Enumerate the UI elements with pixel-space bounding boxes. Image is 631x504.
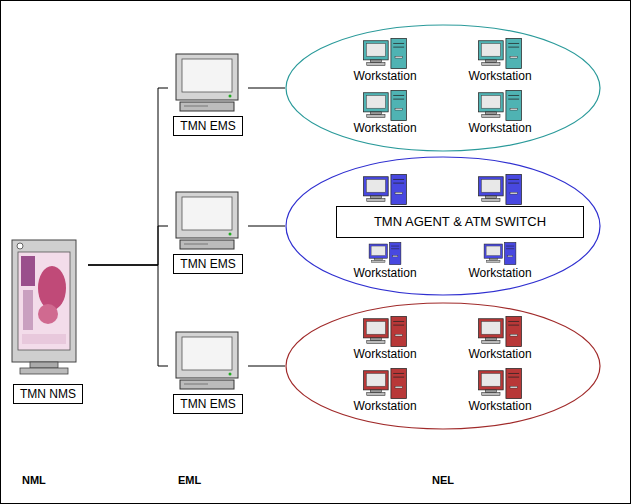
network-link <box>88 88 168 265</box>
workstation-label: Workstation <box>468 121 531 135</box>
group-ellipse <box>285 302 601 430</box>
network-link <box>248 88 285 89</box>
workstation-group: WorkstationWorkstationWorkstationWorksta… <box>285 302 601 430</box>
workstation-label: Workstation <box>353 69 416 83</box>
network-link <box>248 366 285 367</box>
agent-switch-box: TMN AGENT & ATM SWITCH <box>336 206 584 238</box>
ems-station: TMN EMS <box>168 52 248 136</box>
workstation-label: Workstation <box>353 121 416 135</box>
network-link <box>88 265 168 366</box>
agent-label: TMN AGENT & ATM SWITCH <box>374 215 546 229</box>
layer-label: EML <box>178 474 201 486</box>
nms-station: TMN NMS <box>8 238 88 406</box>
network-link <box>88 226 168 265</box>
workstation-label: Workstation <box>353 399 416 413</box>
station-label: TMN EMS <box>173 116 242 136</box>
workstation-label: Workstation <box>353 266 416 280</box>
workstation-group: WorkstationWorkstationWorkstationWorksta… <box>285 24 601 152</box>
workstation-label: Workstation <box>353 347 416 361</box>
workstation-label: Workstation <box>468 266 531 280</box>
ems-station: TMN EMS <box>168 190 248 274</box>
network-link <box>248 226 285 227</box>
station-label: TMN EMS <box>173 394 242 414</box>
ems-station: TMN EMS <box>168 330 248 414</box>
layer-label: NEL <box>432 474 454 486</box>
workstation-label: Workstation <box>468 399 531 413</box>
workstation-label: Workstation <box>468 69 531 83</box>
workstation-group: Workstation Workstation TMN AGENT & ATM SW… <box>285 156 601 296</box>
workstation-label: Workstation <box>468 347 531 361</box>
station-label: TMN NMS <box>13 384 83 404</box>
station-label: TMN EMS <box>173 254 242 274</box>
group-ellipse <box>285 24 601 152</box>
layer-label: NML <box>22 474 46 486</box>
